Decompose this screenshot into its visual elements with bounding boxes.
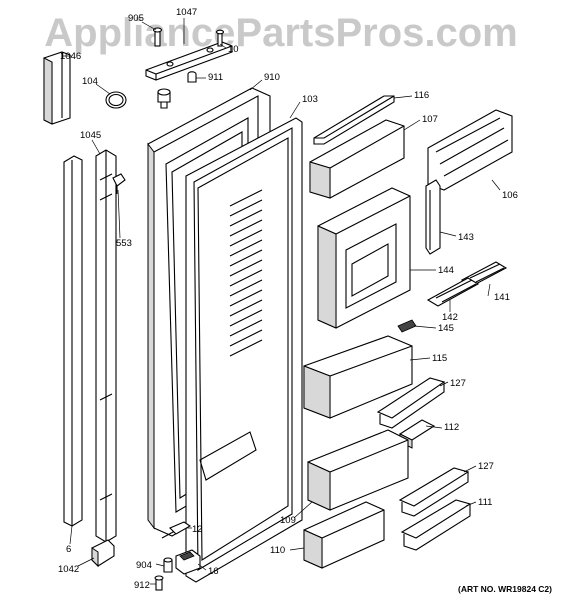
part-107-door-bin (309, 119, 405, 199)
label-107: 107 (422, 114, 438, 125)
label-6: 6 (66, 544, 71, 555)
label-110: 110 (270, 545, 285, 556)
part-144-ice-chute-housing (317, 187, 411, 329)
label-103: 103 (302, 94, 318, 105)
part-1047-top-bracket (145, 41, 233, 81)
label-912: 912 (134, 580, 150, 591)
label-109: 109 (280, 515, 296, 526)
label-905: 905 (128, 13, 144, 24)
part-142-flapper (426, 277, 480, 307)
label-12: 12 (192, 524, 203, 535)
label-115: 115 (432, 353, 447, 364)
part-104-ring (105, 91, 127, 109)
part-905-screw (152, 27, 163, 47)
part-912-screw (154, 575, 164, 591)
label-143: 143 (458, 232, 474, 243)
part-115-door-bin (303, 335, 413, 419)
label-553: 553 (116, 238, 132, 249)
part-10-screw (215, 29, 225, 47)
part-110-door-bin (303, 501, 385, 569)
label-911: 911 (208, 72, 223, 83)
label-104: 104 (82, 76, 98, 87)
part-109-door-bin (307, 429, 409, 511)
part-553-clip (112, 173, 126, 194)
part-6-trim (63, 155, 83, 527)
label-10: 10 (228, 44, 239, 55)
part-145-clip (397, 319, 417, 333)
label-1046: 1046 (60, 51, 81, 62)
part-911-bushing (187, 71, 197, 83)
part-1042-hinge-cover (91, 539, 115, 568)
label-142: 142 (442, 312, 458, 323)
label-1045: 1045 (80, 130, 101, 141)
door-liner-ribs (199, 189, 263, 481)
label-904: 904 (136, 560, 152, 571)
label-106: 106 (502, 190, 518, 201)
label-1047: 1047 (176, 7, 197, 18)
part-16-hinge (175, 549, 201, 575)
part-904-bushing (163, 557, 173, 573)
label-910: 910 (264, 72, 280, 83)
part-labels: 905 1047 1046 10 104 911 910 103 116 107… (58, 7, 518, 591)
label-112: 112 (444, 422, 459, 433)
part-143-bracket (425, 179, 441, 255)
leader-lines (62, 18, 501, 585)
part-1046-trim-bracket (43, 51, 71, 125)
label-1042: 1042 (58, 564, 79, 575)
label-127b: 127 (478, 461, 494, 472)
part-116-rail (313, 95, 395, 145)
label-16: 16 (208, 566, 219, 577)
label-116: 116 (414, 90, 429, 101)
art-number: (ART NO. WR19824 C2) (458, 584, 552, 594)
label-111: 111 (478, 497, 492, 508)
part-12-pin (169, 521, 192, 535)
label-141: 141 (494, 292, 510, 303)
label-145: 145 (438, 323, 454, 334)
part-127-bin-front-upper (376, 377, 446, 429)
part-910-cap (157, 88, 171, 109)
part-106-dispenser-cover (427, 109, 513, 191)
part-1045-trim (95, 149, 117, 543)
part-127-bin-front-lower (398, 467, 470, 517)
door-gasket (185, 117, 303, 583)
label-144: 144 (438, 265, 454, 276)
watermark: AppliancePartsPros.com (44, 11, 518, 55)
part-111-bin-front (400, 499, 472, 551)
label-127a: 127 (450, 378, 466, 389)
